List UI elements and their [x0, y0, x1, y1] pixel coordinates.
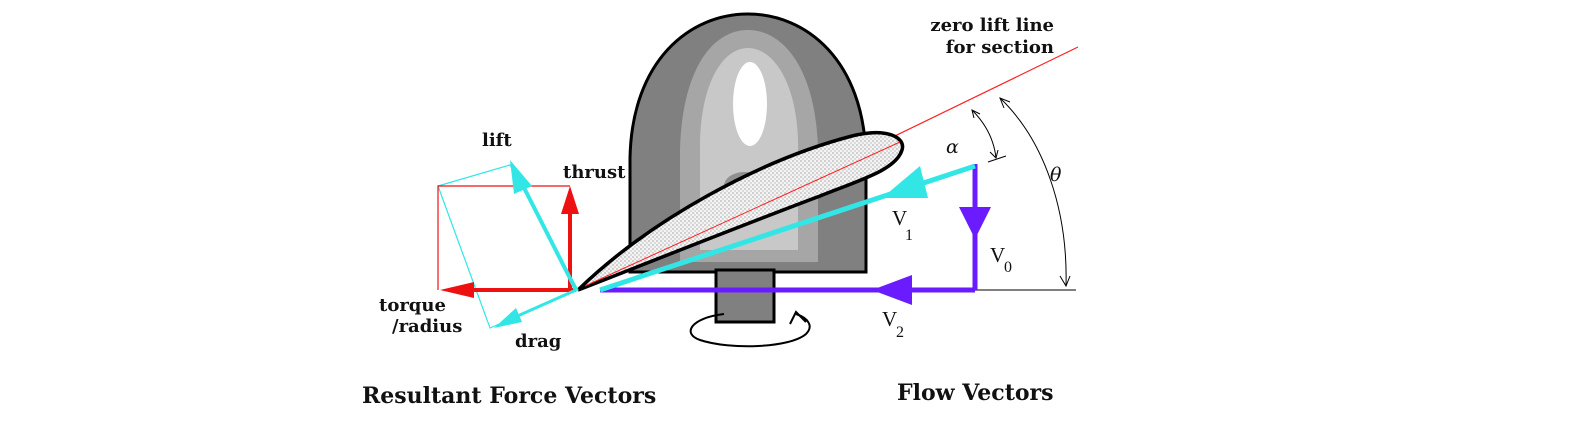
v2-arrowhead	[872, 275, 912, 305]
v1-label: V	[892, 206, 907, 230]
propeller-shaft	[714, 268, 776, 324]
airfoil-section	[576, 131, 905, 292]
flow-vectors	[599, 163, 991, 305]
v1-arrowhead	[882, 166, 928, 198]
force-vectors	[437, 160, 579, 329]
v1-subscript: 1	[905, 227, 913, 244]
alpha-label: α	[946, 136, 959, 158]
thrust-arrowhead	[561, 186, 579, 214]
angle-markers	[971, 97, 1071, 288]
torque-label-line2: /radius	[392, 316, 462, 337]
rotation-arrow	[689, 310, 811, 348]
lift-label: lift	[482, 130, 512, 151]
drag-label: drag	[515, 331, 562, 352]
torque-label-line1: torque	[379, 295, 446, 316]
drag-arrowhead	[494, 308, 522, 328]
thrust-label: thrust	[563, 162, 626, 183]
airfoil-chord	[584, 141, 901, 287]
v2-label: V	[882, 307, 897, 331]
torque-arrowhead	[440, 282, 474, 298]
caption-flow-vectors: Flow Vectors	[897, 380, 1054, 406]
zero-lift-line-label-line2: for section	[946, 37, 1054, 58]
theta-arc	[999, 97, 1067, 287]
spinner-highlight	[733, 62, 767, 146]
zero-lift-line-label-line1: zero lift line	[930, 15, 1054, 36]
caption-resultant-force-vectors: Resultant Force Vectors	[362, 383, 656, 409]
v0-arrowhead	[959, 207, 991, 239]
lift-arrowhead	[510, 160, 532, 194]
v2-subscript: 2	[896, 324, 904, 341]
alpha-arc	[971, 109, 997, 159]
v0-subscript: 0	[1004, 259, 1012, 276]
theta-label: θ	[1050, 164, 1062, 186]
v0-label: V	[990, 243, 1005, 267]
lift-drag-construction	[437, 164, 579, 329]
lift-vector	[514, 171, 578, 291]
